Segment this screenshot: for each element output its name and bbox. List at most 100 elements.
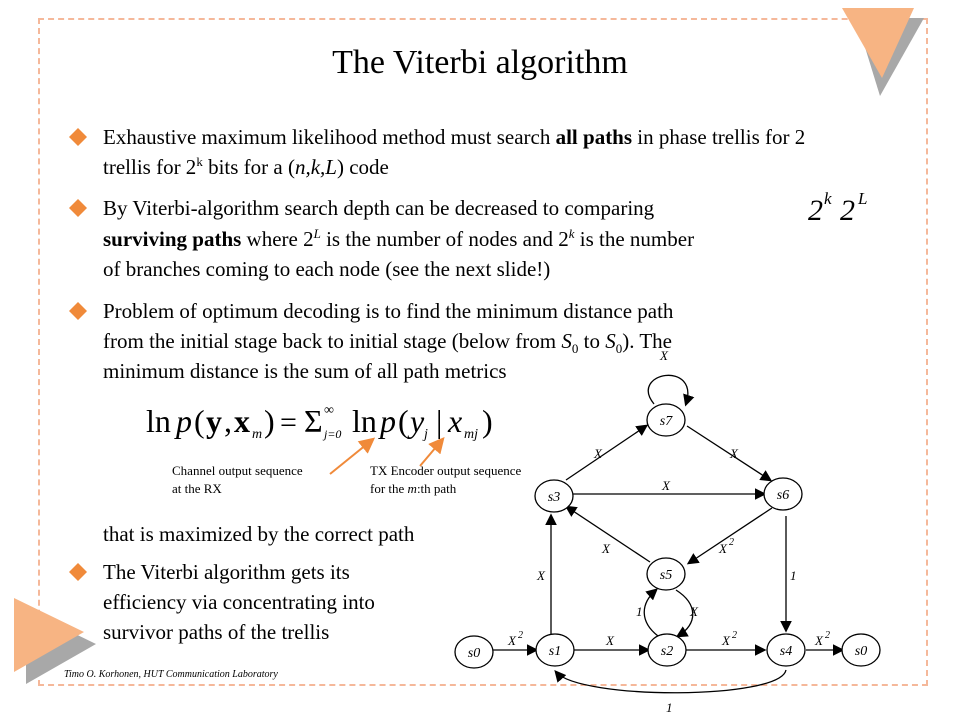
bullet-2-line2: surviving paths where 2L is the number o… bbox=[103, 226, 695, 251]
bullet-3-line1: Problem of optimum decoding is to find t… bbox=[103, 299, 674, 323]
edge-label: X bbox=[601, 541, 611, 556]
edge-label-exp: 2 bbox=[518, 630, 523, 641]
state-label: s7 bbox=[660, 414, 673, 429]
svg-text:=: = bbox=[280, 406, 297, 439]
svg-text:Σ: Σ bbox=[304, 403, 323, 439]
svg-text:mj: mj bbox=[464, 427, 478, 442]
svg-text:(: ( bbox=[398, 403, 409, 439]
svg-text:y: y bbox=[206, 403, 222, 439]
edge-label-exp: 2 bbox=[732, 630, 737, 641]
edge-s5-s3 bbox=[564, 505, 651, 563]
edge-label-exp: 2 bbox=[825, 630, 830, 641]
state-label: s4 bbox=[780, 644, 792, 659]
bullet-2-line1: By Viterbi-algorithm search depth can be… bbox=[103, 196, 655, 220]
svg-text:ln: ln bbox=[146, 403, 171, 439]
state-label: s2 bbox=[661, 644, 673, 659]
bullet-diamond-icon bbox=[69, 302, 87, 320]
state-label: s3 bbox=[548, 490, 560, 505]
svg-text:m: m bbox=[252, 427, 262, 442]
svg-text:2: 2 bbox=[840, 194, 855, 226]
edge-label: X bbox=[605, 633, 615, 648]
edge-label: X bbox=[661, 478, 671, 493]
edge-label: X bbox=[536, 568, 546, 583]
svg-text:y: y bbox=[407, 403, 425, 439]
svg-text:|: | bbox=[436, 403, 442, 439]
channel-annotation: Channel output sequence at the RX bbox=[172, 463, 303, 496]
bullet-diamond-icon bbox=[69, 563, 87, 581]
edge-label: X bbox=[507, 633, 517, 648]
edge-s5-s2 bbox=[675, 589, 694, 638]
edge-label: 1 bbox=[666, 700, 673, 715]
formula-2k2L: 2 k 2 L bbox=[808, 189, 867, 226]
edge-label-exp: 2 bbox=[729, 537, 734, 548]
edge-label: X bbox=[814, 633, 824, 648]
state-s0-right bbox=[841, 633, 881, 667]
state-label: s6 bbox=[777, 488, 789, 503]
bullet-diamond-icon bbox=[69, 199, 87, 217]
top-right-triangle bbox=[842, 8, 914, 78]
bullet-1-line2: trellis for 2k bits for a (n,k,L) code bbox=[103, 154, 389, 179]
edge-s2-s5 bbox=[643, 588, 659, 637]
svg-text:): ) bbox=[482, 403, 493, 439]
state-label: s0 bbox=[468, 646, 480, 661]
svg-text:p: p bbox=[378, 403, 396, 439]
edge-s3-s7 bbox=[565, 424, 649, 481]
bullet-diamond-icon bbox=[69, 128, 87, 146]
bullet-3-line3: minimum distance is the sum of all path … bbox=[103, 359, 507, 383]
maximized-text: that is maximized by the correct path bbox=[103, 522, 415, 546]
state-s2 bbox=[647, 633, 687, 667]
tx-arrow bbox=[419, 436, 445, 467]
svg-text:j=0: j=0 bbox=[322, 427, 341, 441]
edge-label: X bbox=[593, 446, 603, 461]
edge-s6-s5 bbox=[686, 507, 773, 565]
bullet-2-line3: of branches coming to each node (see the… bbox=[103, 257, 551, 281]
state-s0-left bbox=[454, 635, 494, 669]
edge-s4-s1 bbox=[554, 669, 787, 694]
channel-arrow bbox=[329, 437, 376, 475]
log-likelihood-formula: ln p ( y , x m ) = Σ ∞ j=0 ln p ( y j | … bbox=[146, 403, 493, 442]
slide-frame bbox=[38, 18, 928, 686]
edge-label: X bbox=[729, 446, 739, 461]
svg-text:,: , bbox=[224, 403, 232, 439]
edge-label: 1 bbox=[790, 568, 797, 583]
svg-text:x: x bbox=[447, 403, 462, 439]
state-label: s0 bbox=[855, 644, 867, 659]
bullet-1: Exhaustive maximum likelihood method mus… bbox=[103, 125, 806, 149]
svg-text:k: k bbox=[824, 189, 832, 208]
edge-s7-s6 bbox=[686, 425, 773, 482]
bullet-4-line3: survivor paths of the trellis bbox=[103, 620, 330, 644]
svg-text:): ) bbox=[264, 403, 275, 439]
svg-text:(: ( bbox=[194, 403, 205, 439]
bottom-left-triangle bbox=[14, 598, 84, 672]
svg-text:L: L bbox=[857, 189, 867, 208]
svg-text:j: j bbox=[422, 427, 428, 442]
svg-text:2: 2 bbox=[808, 194, 823, 226]
state-label: s1 bbox=[549, 644, 561, 659]
state-s1 bbox=[535, 633, 575, 667]
bullet-4-line2: efficiency via concentrating into bbox=[103, 590, 375, 614]
state-s7 bbox=[646, 403, 686, 437]
edge-label: 1 bbox=[636, 604, 643, 619]
bullet-4-line1: The Viterbi algorithm gets its bbox=[103, 560, 350, 584]
edge-label: X bbox=[689, 604, 699, 619]
slide-title: The Viterbi algorithm bbox=[332, 44, 628, 81]
bullet-3-line2: from the initial stage back to initial s… bbox=[103, 329, 672, 357]
state-s4 bbox=[766, 633, 806, 667]
tx-annotation: TX Encoder output sequence for the m:th … bbox=[370, 463, 522, 496]
edge-s7-loop bbox=[647, 374, 695, 407]
state-label: s5 bbox=[660, 568, 672, 583]
edge-label: X bbox=[718, 541, 728, 556]
footer-credit: Timo O. Korhonen, HUT Communication Labo… bbox=[64, 669, 278, 680]
svg-text:∞: ∞ bbox=[324, 403, 334, 418]
edge-label: X bbox=[659, 348, 669, 363]
edge-label: X bbox=[721, 633, 731, 648]
state-s5 bbox=[646, 557, 686, 591]
state-s6 bbox=[763, 477, 803, 511]
svg-text:p: p bbox=[174, 403, 192, 439]
svg-text:ln: ln bbox=[352, 403, 377, 439]
state-s3 bbox=[534, 479, 574, 513]
svg-text:x: x bbox=[234, 403, 250, 439]
